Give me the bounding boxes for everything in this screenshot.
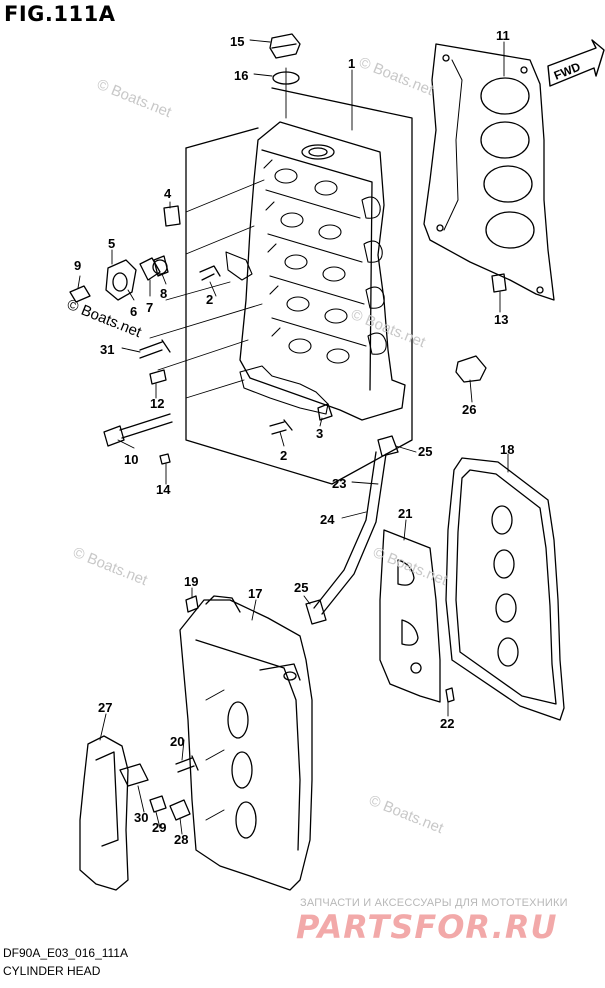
callout-number: 22 [440,716,454,731]
bolt-9 [69,285,91,303]
callout-number: 9 [74,258,81,273]
callout-number: 12 [150,396,164,411]
collar-7 [139,257,161,281]
baffle-plate [379,529,441,703]
callout-number: 10 [124,452,138,467]
callout-number: 17 [248,586,262,601]
watermark: © Boats.net [95,76,175,122]
callout-number: 7 [146,300,153,315]
shop-tagline: ЗАПЧАСТИ И АКСЕССУАРЫ ДЛЯ МОТОТЕХНИКИ [300,897,568,909]
callout-number: 31 [100,342,114,357]
callout-group: 1 2 2 3 4 5 6 7 8 9 10 11 12 13 14 15 16… [74,28,514,847]
plug-8 [153,255,169,277]
bolt-3 [317,403,333,421]
callout-number: 29 [152,820,166,835]
figure-name: CYLINDER HEAD [3,964,101,978]
bolt-20 [175,755,199,773]
bolt-19 [185,595,199,613]
callout-number: 25 [294,580,308,595]
figure-code: DF90A_E03_016_111A [3,946,128,960]
callout-number: 2 [206,292,213,307]
callout-number: 14 [156,482,171,497]
callout-number: 24 [320,512,335,527]
watermark: © Boats.net [367,792,447,838]
fwd-arrow-icon [547,39,605,87]
callout-number: 23 [332,476,346,491]
callout-number: 18 [500,442,514,457]
o-ring [272,71,300,85]
callout-number: 13 [494,312,508,327]
pin-14 [159,453,171,465]
figure-title: FIG.111A [4,2,116,26]
bolt-28 [169,799,191,821]
screw-22 [445,687,455,703]
collar-29 [149,795,167,813]
dowel-pin [163,205,181,227]
callout-number: 4 [164,186,172,201]
long-bolt-10 [103,413,173,447]
head-gasket [423,43,555,301]
cylinder-head-frame [185,87,413,485]
callout-number: 25 [418,444,432,459]
oil-filler-cap [269,33,301,59]
clip-26 [455,355,487,383]
cover-gasket [445,457,565,721]
cylinder-head [152,121,406,421]
bolt-2b [269,419,293,435]
callout-number: 21 [398,506,412,521]
callout-number: 6 [130,304,137,319]
callout-number: 15 [230,34,244,49]
bolt-31 [139,339,171,359]
head-cover [179,595,313,891]
grommet-30 [119,763,149,787]
callout-number: 30 [134,810,148,825]
dipstick-tube [305,435,399,625]
callout-number: 16 [234,68,248,83]
callout-number: 1 [348,56,355,71]
callout-number: 20 [170,734,184,749]
callout-number: 19 [184,574,198,589]
bracket-5 [105,259,137,301]
callout-number: 28 [174,832,188,847]
dowel-pin-13 [491,273,507,293]
callout-number: 5 [108,236,115,251]
watermark: © Boats.net [357,54,437,100]
callout-number: 2 [280,448,287,463]
shop-logo: PARTSFOR.RU [296,908,558,946]
callout-number: 8 [160,286,167,301]
callout-number: 11 [496,28,510,43]
watermark-group: © Boats.net © Boats.net © Boats.net © Bo… [71,54,451,838]
bolt-2a [199,265,221,281]
bolt-12 [149,369,167,385]
callout-number: 3 [316,426,323,441]
cover-plate [79,735,129,891]
watermark: © Boats.net [71,544,151,590]
callout-number: 27 [98,700,112,715]
callout-number: 26 [462,402,476,417]
